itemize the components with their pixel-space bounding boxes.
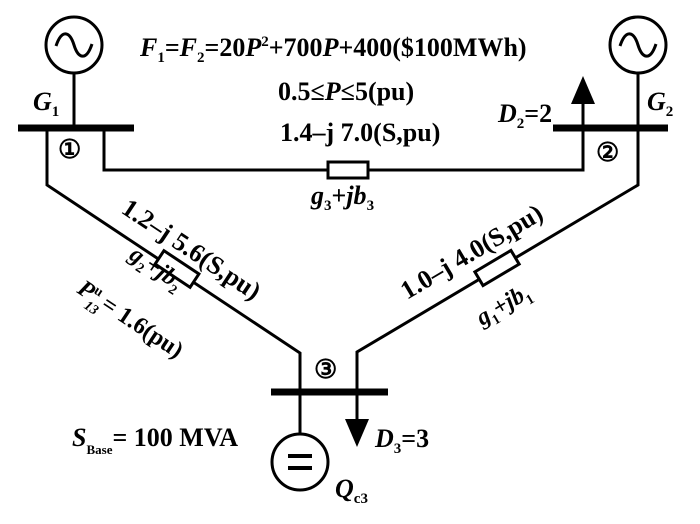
d2-label: D2=2	[497, 99, 552, 132]
g1-label: G1	[33, 87, 59, 120]
base-power: SBase= 100 MVA	[72, 423, 238, 457]
bus-3-label: ③	[314, 355, 337, 384]
bus-2-label: ②	[596, 138, 619, 167]
sine-wave-icon	[54, 32, 94, 58]
bus-1-label: ①	[58, 135, 81, 164]
qc3-label: Qc3	[335, 474, 368, 507]
line-2-3-admittance-box	[472, 248, 522, 288]
d3-label: D3=3	[374, 424, 429, 457]
line-1-3-admittance-box	[153, 248, 201, 290]
generator-g1	[44, 15, 104, 128]
sine-wave-icon	[618, 32, 658, 58]
arrow-down-icon	[345, 419, 369, 447]
line-1-2-admittance: 1.4–j 7.0(S,pu)	[280, 118, 440, 147]
line-1-2-left	[102, 128, 328, 172]
line-1-2-right	[368, 100, 585, 172]
cost-function: F1=F2=20P2+700P+400($100MWh)	[139, 33, 527, 66]
g2-label: G2	[647, 87, 673, 120]
generation-limits: 0.5≤P≤5(pu)	[278, 77, 414, 106]
line-1-2-admittance-box	[326, 160, 370, 180]
line-2-3-params: g1+jb1	[471, 279, 537, 335]
dc-source-icon	[270, 432, 330, 492]
arrow-up-icon	[571, 76, 595, 104]
line-1-2-params: g3+jb3	[310, 181, 374, 214]
